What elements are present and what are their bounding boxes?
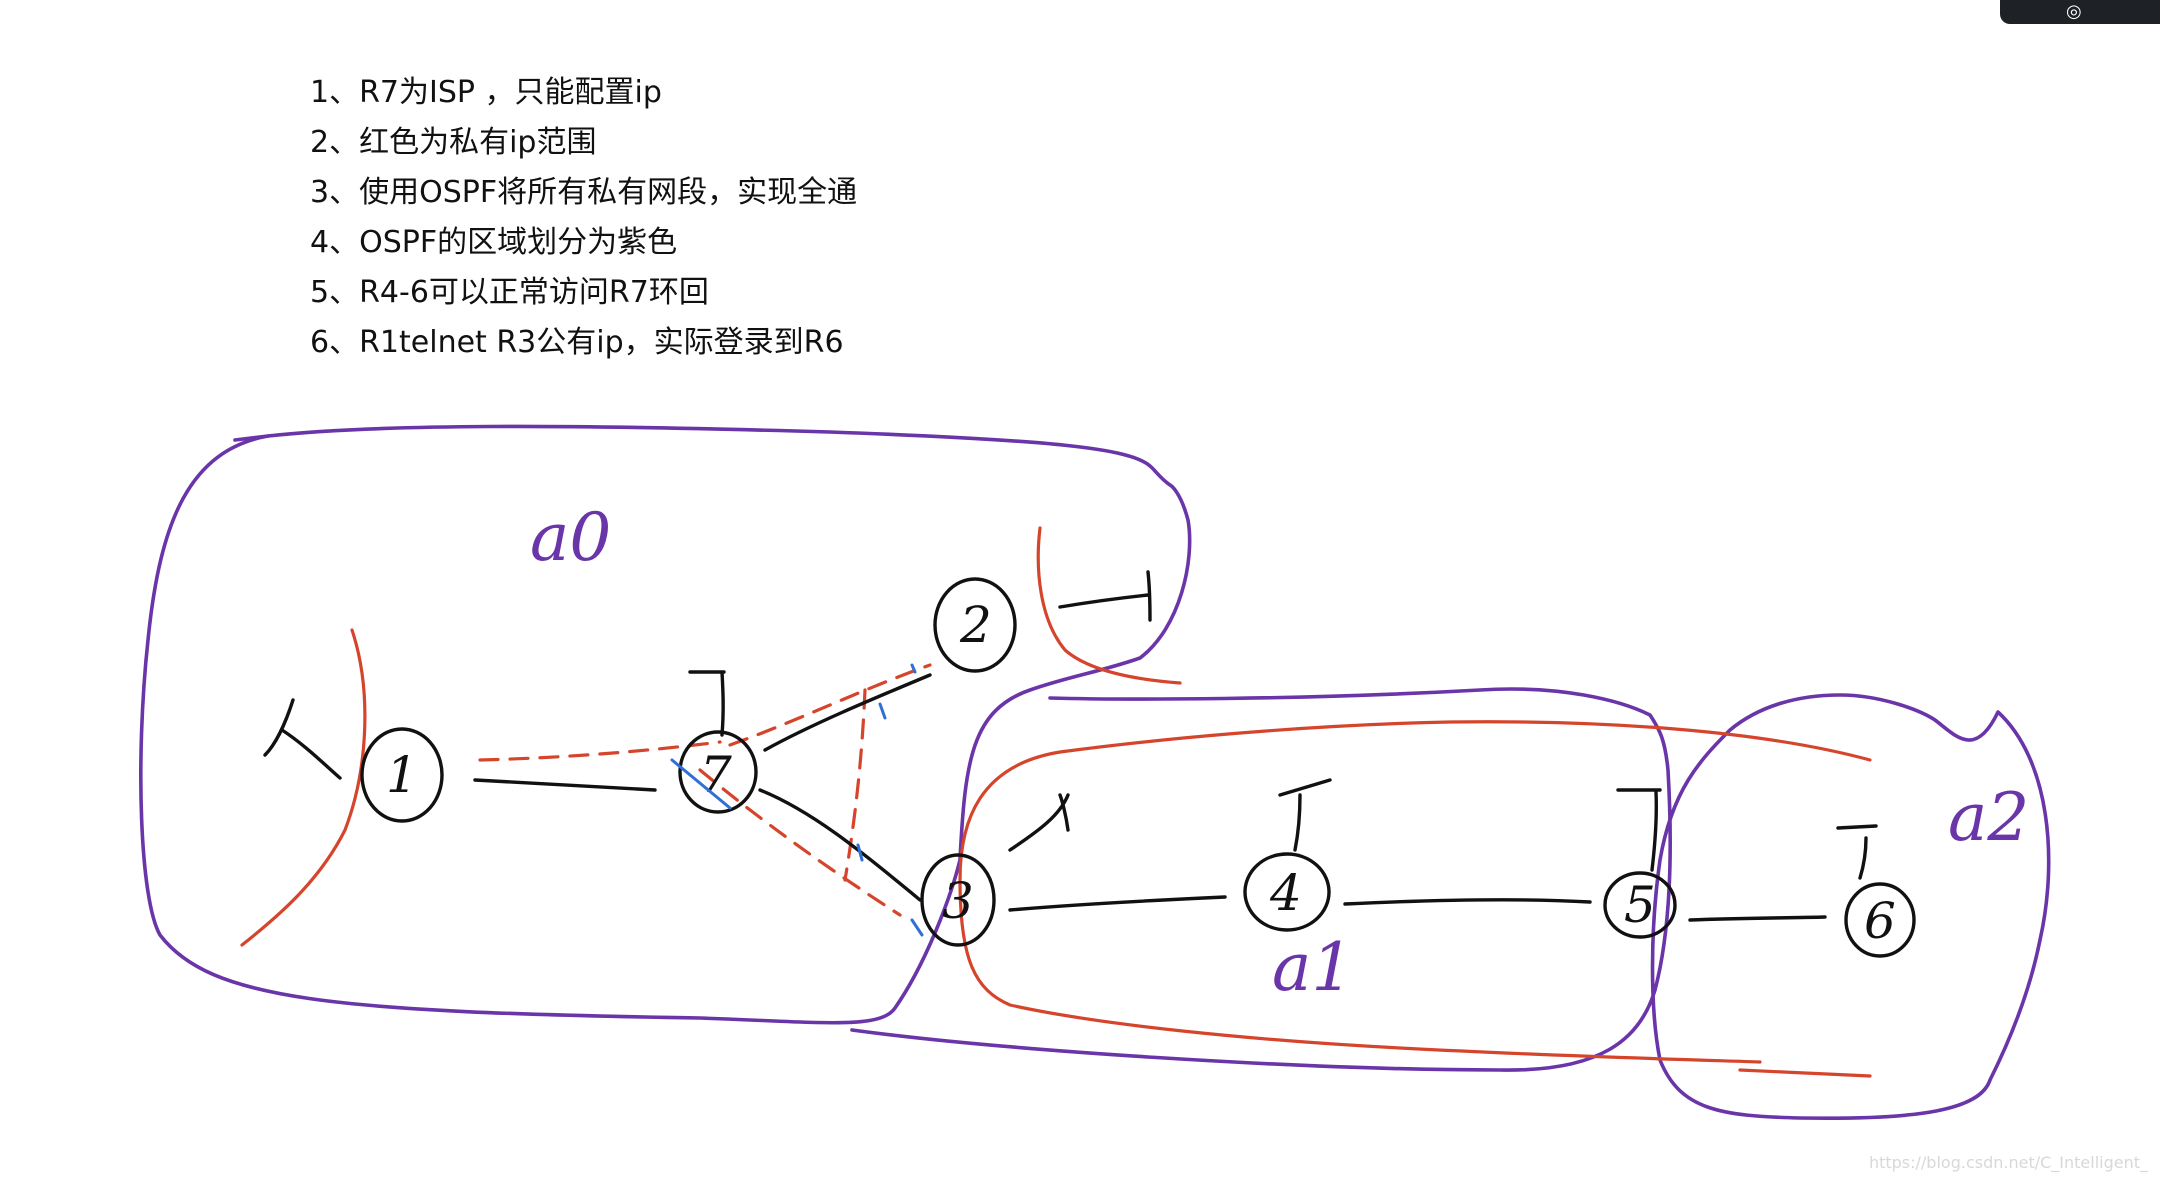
watermark: https://blog.csdn.net/C_Intelligent_ [1868,1153,2148,1172]
requirement-item: 6、R1telnet R3公有ip，实际登录到R6 [310,325,844,360]
corner-badge: ◎ [2000,0,2160,24]
r7-r2-private-dashed [728,663,932,747]
requirement-item: 2、红色为私有ip范围 [310,125,597,160]
ospf-area-boundaries [139,424,2051,1121]
network-links [263,570,1878,922]
loopback-r6 [1836,824,1878,880]
r1-private-arc [240,628,367,947]
blue-marks [670,663,924,937]
router-r7: 7 [678,730,758,814]
link-r7-r2 [763,673,932,752]
blue-mark-r3 [910,918,924,937]
loopback-r5 [1616,788,1662,872]
loopback-r1 [263,698,342,780]
area-1-private-loop [958,720,1872,1064]
router-r5: 5 [1603,871,1677,939]
router-r3-label: 3 [942,872,974,930]
blue-mark-r7-r2 [878,702,887,720]
blue-mark-r7-r2-upper [910,663,917,674]
r7-r2-r3-private-dashed-vertical [843,688,867,882]
router-r1-label: 1 [386,746,418,804]
router-r5-label: 5 [1624,876,1656,934]
link-r4-r5 [1343,898,1592,906]
loopback-r7 [688,670,726,737]
area-0-label: a0 [530,499,611,576]
private-ip-range-marks [240,526,1872,1078]
area-labels: a0 a1 a2 [530,499,2029,1006]
requirement-item: 5、R4-6可以正常访问R7环回 [310,275,709,310]
loopback-r4 [1278,778,1332,852]
router-r1: 1 [360,727,444,823]
blue-mark-r7-r3 [856,843,864,862]
link-r7-r3 [758,788,922,902]
link-r5-r6 [1688,915,1827,922]
loopback-r2 [1058,570,1152,622]
link-r3-r4 [1008,895,1227,912]
loopback-r3 [1008,793,1070,852]
area-1-boundary [850,687,1672,1072]
router-r7-label: 7 [700,746,732,804]
link-r1-r7 [473,778,657,792]
requirement-item: 4、OSPF的区域划分为紫色 [310,225,678,260]
blue-mark-r7 [670,758,732,810]
router-r2: 2 [933,577,1017,673]
requirement-item: 1、R7为ISP ，只能配置ip [310,75,662,110]
router-r3: 3 [920,853,996,947]
target-icon: ◎ [2066,1,2082,21]
area-0-boundary-tail [233,434,270,442]
router-nodes: 1 7 2 3 4 5 6 [360,577,1916,958]
router-r6-label: 6 [1864,892,1896,950]
area-0-boundary [139,424,1192,1025]
requirements-list: 1、R7为ISP ，只能配置ip 2、红色为私有ip范围 3、使用OSPF将所有… [310,68,857,368]
r6-private-tail [1738,1068,1872,1078]
r2-private-arc [1036,526,1182,685]
area-2-label: a2 [1948,779,2029,856]
requirement-item: 3、使用OSPF将所有私有网段，实现全通 [310,175,858,210]
area-2-boundary [1650,693,2051,1121]
router-r2-label: 2 [959,596,992,654]
router-r4: 4 [1243,852,1331,932]
area-1-label: a1 [1272,929,1353,1006]
router-r4-label: 4 [1269,864,1302,922]
router-r6: 6 [1844,882,1916,958]
r7-r3-private-dashed [698,768,902,917]
